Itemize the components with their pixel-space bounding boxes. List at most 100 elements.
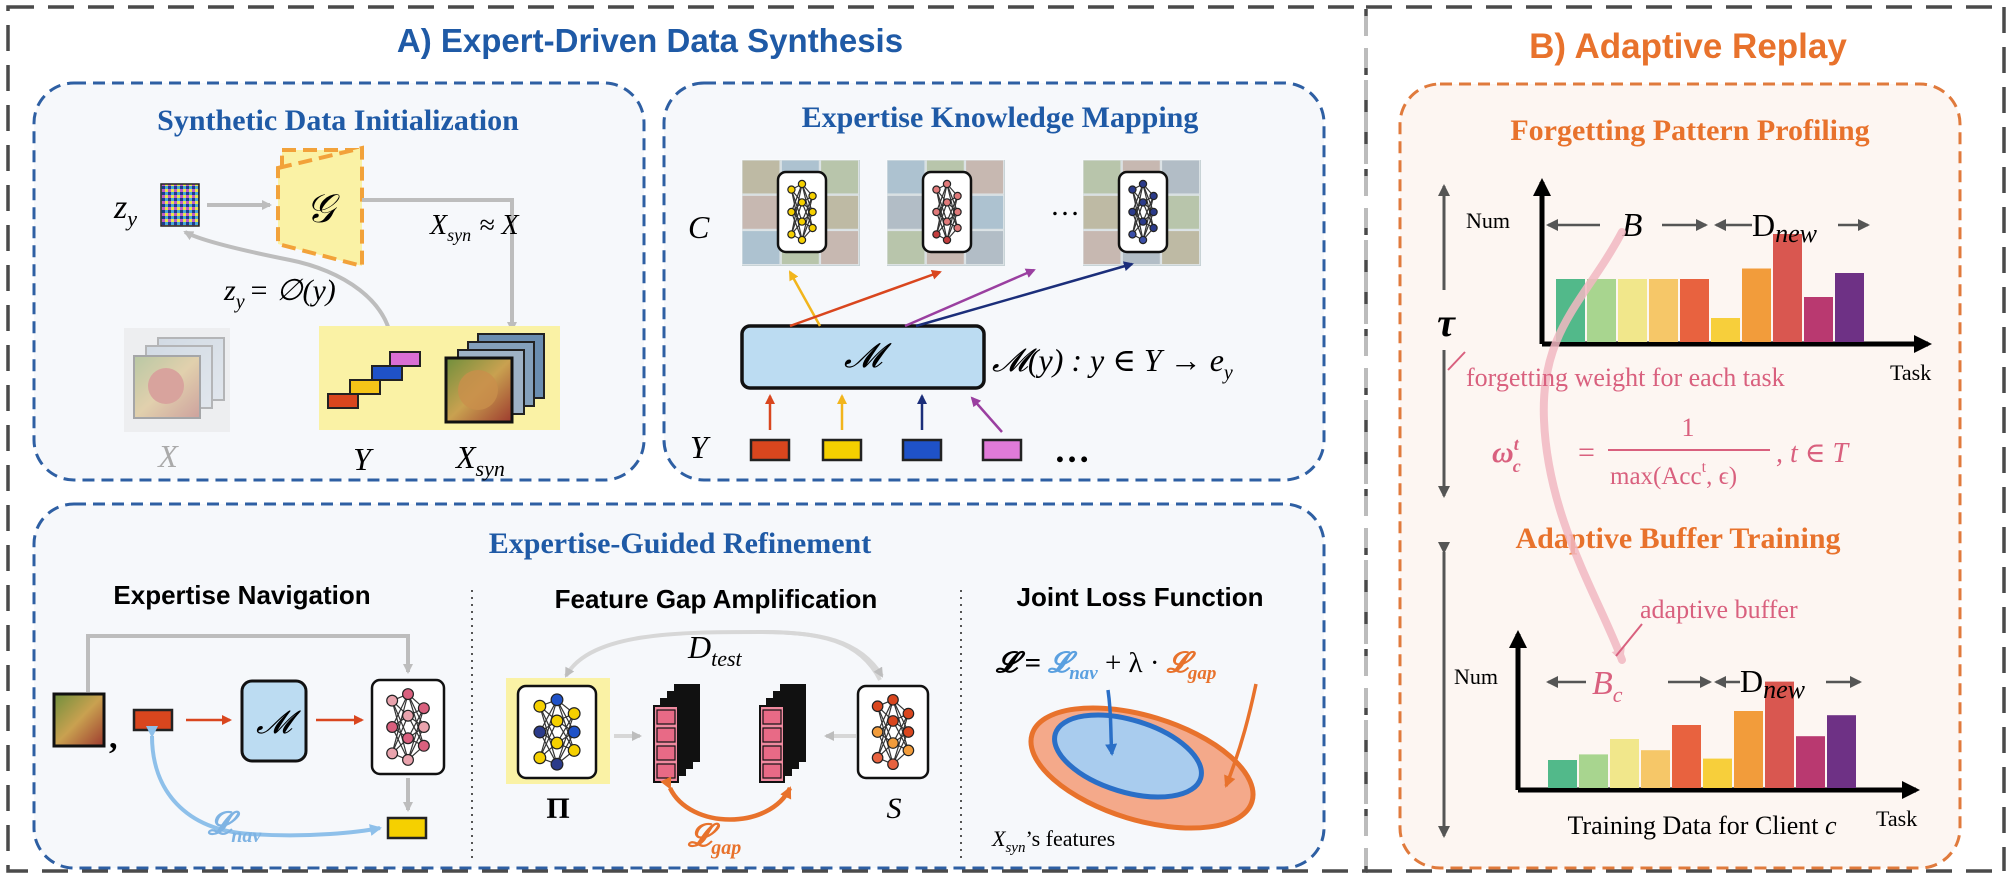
pink-flow-arrow [1539, 228, 1626, 664]
network-node [953, 191, 962, 201]
network-node [932, 185, 941, 194]
bar-task-2 [1587, 279, 1616, 342]
nav-student-network [370, 678, 446, 776]
generator-trapezoid [276, 145, 364, 269]
feature-cell [656, 727, 676, 743]
arrow-dtest-to-student [759, 630, 884, 678]
feature-cell [762, 727, 782, 743]
bar-task-10 [1835, 273, 1864, 342]
network-node [386, 694, 399, 707]
forget-weight-pointer [1447, 351, 1466, 371]
network-node [1149, 191, 1158, 201]
arrow-m-to-expert-4 [915, 261, 1134, 328]
dnew-label-bottom: Dnew [1740, 663, 1806, 704]
c-label: C [688, 209, 710, 245]
network-node [402, 732, 415, 745]
feature-cell [656, 709, 676, 725]
network-node [386, 720, 399, 733]
network-node [402, 709, 415, 722]
arrow-generator-to-xsyn [362, 198, 517, 332]
network-node [942, 235, 952, 245]
gap-loss-arrow [660, 776, 793, 822]
real-data-stack [124, 328, 230, 432]
arrow-m-to-expert-2 [789, 270, 942, 328]
network-node [402, 753, 415, 766]
zy-symbol: zy [113, 189, 137, 231]
tau-label: τ [1437, 300, 1456, 345]
bar-task-8 [1765, 681, 1794, 788]
top-num-label: Num [1466, 208, 1510, 233]
network-node [797, 235, 807, 245]
bar-task-5 [1680, 279, 1709, 342]
profiling-title: Forgetting Pattern Profiling [1510, 114, 1869, 147]
arrow-m-to-expert-3 [904, 268, 1036, 328]
network-node [887, 715, 899, 727]
teacher-feature-map [653, 684, 700, 783]
network-node [1138, 217, 1148, 226]
bar-task-9 [1804, 297, 1833, 342]
knowledge-mapping-title: Expertise Knowledge Mapping [802, 101, 1199, 134]
arrow-nav-top-loop [86, 634, 413, 692]
network-node [550, 757, 564, 771]
panel-knowledge-mapping [662, 81, 1326, 482]
network-node [887, 737, 899, 749]
network-node [1138, 179, 1148, 189]
label-purple [389, 351, 421, 367]
section-b-title: B) Adaptive Replay [1529, 27, 1847, 66]
teacher-network [516, 684, 598, 780]
bar-task-1 [1548, 760, 1577, 788]
dnew-label-top: Dnew [1752, 207, 1818, 248]
bottom-task-label: Task [1876, 806, 1917, 831]
network-node [887, 693, 899, 706]
top-chart-bars [1556, 234, 1864, 342]
network-node [902, 707, 915, 720]
network-node [871, 726, 884, 738]
label-yellow [349, 379, 381, 395]
network-node [567, 743, 581, 757]
bar-task-10 [1827, 715, 1856, 788]
network-node [797, 217, 807, 226]
xsyn-approx-x: Xsyn≈ X [429, 210, 519, 245]
bar-task-7 [1734, 711, 1763, 788]
network-node [567, 725, 581, 739]
y-label: Y [353, 441, 374, 477]
nav-comma: , [109, 719, 118, 756]
top-task-label: Task [1890, 360, 1931, 385]
synthetic-init-title: Synthetic Data Initialization [157, 104, 519, 137]
network-node [871, 751, 884, 764]
outer-border [6, 5, 1368, 873]
training-data-caption: Training Data for Client c [1567, 811, 1837, 840]
x-label: X [156, 438, 179, 474]
nav-output-label [386, 816, 428, 840]
network-node [787, 207, 796, 217]
network-node [953, 207, 962, 217]
feature-cell [762, 709, 782, 725]
guided-refinement-title: Expertise-Guided Refinement [489, 527, 871, 560]
expert-tiles [741, 159, 1201, 266]
nav-loss-pointer [1105, 689, 1118, 756]
feature-cell [762, 763, 782, 779]
mapping-y-label: Y [690, 429, 711, 465]
student-network [856, 684, 930, 780]
network-node [550, 736, 564, 750]
network-node [808, 223, 817, 233]
expert-tile-2 [886, 159, 1005, 266]
network-node [942, 198, 952, 207]
joint-title: Joint Loss Function [1017, 582, 1264, 612]
network-node [932, 207, 941, 217]
forget-weight-text: forgetting weight for each task [1466, 363, 1785, 392]
network-node [797, 179, 807, 189]
network-node [942, 217, 952, 226]
expert-tile-1 [741, 159, 860, 266]
bar-task-4 [1641, 750, 1670, 788]
network-node [533, 751, 547, 765]
network-node [808, 207, 817, 217]
nav-label-red [132, 708, 174, 732]
network-node [1149, 223, 1158, 233]
mapping-label-row [749, 438, 1023, 462]
fraction-denominator: max(Acct, ϵ) [1610, 459, 1737, 490]
mapping-model-box [740, 324, 986, 390]
network-node [932, 230, 941, 239]
b-label: B [1622, 207, 1643, 244]
